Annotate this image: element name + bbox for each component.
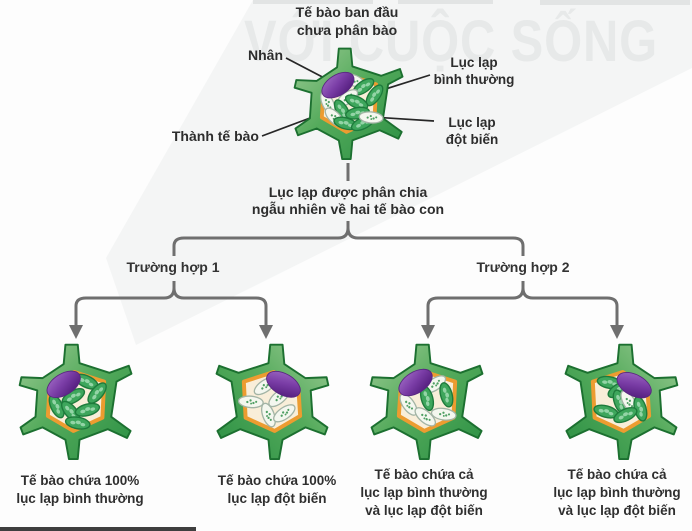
- case2-label: Trường hợp 2: [476, 259, 569, 275]
- daughter-cell-2: [214, 342, 331, 462]
- daughter4-caption-line2: lục lạp bình thường: [553, 485, 680, 500]
- nucleus-label: Nhân: [248, 47, 283, 63]
- daughter4-caption-line3: và lục lạp đột biến: [558, 503, 676, 518]
- daughter2-caption-line2: lục lạp đột biến: [227, 491, 326, 506]
- daughter2-caption-line1: Tế bào chứa 100%: [218, 473, 337, 488]
- division-note-line1: Lục lạp được phân chia: [269, 184, 428, 200]
- daughter1-caption-line1: Tế bào chứa 100%: [21, 473, 140, 488]
- parent-cell-title-line2: chưa phân bào: [297, 22, 397, 38]
- daughter-cell-1: [17, 342, 134, 462]
- mutant-chloroplast-label-line1: Lục lạp: [448, 115, 495, 130]
- daughter3-caption-line1: Tế bào chứa cả: [374, 467, 474, 482]
- flow-branch-case2: [346, 221, 525, 256]
- daughter1-caption-line2: lục lạp bình thường: [16, 491, 143, 506]
- division-note-line2: ngẫu nhiên về hai tế bào con: [252, 201, 444, 217]
- arrow-down-icon: [610, 325, 624, 339]
- normal-chloroplast-label-line1: Lục lạp: [450, 55, 497, 70]
- arrow-down-icon: [421, 325, 435, 339]
- watermark-band: [106, 0, 692, 345]
- arrow-down-icon: [69, 325, 83, 339]
- cell-wall-label: Thành tế bào: [172, 128, 259, 144]
- case1-label: Trường hợp 1: [126, 259, 219, 275]
- daughter-cell-3: [368, 342, 485, 462]
- case2-branch-right: [521, 281, 619, 326]
- watermark-text: VỚI CUỘC SỐNG: [244, 9, 658, 74]
- parent-cell-title-line1: Tế bào ban đầu: [296, 4, 399, 20]
- daughter4-caption-line1: Tế bào chứa cả: [567, 467, 667, 482]
- case2-branch-left: [426, 281, 525, 326]
- mutant-chloroplast-label-line2: đột biến: [446, 132, 499, 147]
- arrow-down-icon: [259, 325, 273, 339]
- bottom-rule: [0, 527, 196, 531]
- case1-branch-right: [172, 281, 268, 326]
- daughter3-caption-line2: lục lạp bình thường: [360, 485, 487, 500]
- daughter-cell-4: [563, 342, 680, 462]
- normal-chloroplast-label-line2: bình thường: [434, 72, 515, 87]
- cell-wall-pointer-line: [261, 117, 311, 137]
- watermark-top-fragments: [253, 0, 690, 5]
- daughter3-caption-line3: và lục lạp đột biến: [365, 503, 483, 518]
